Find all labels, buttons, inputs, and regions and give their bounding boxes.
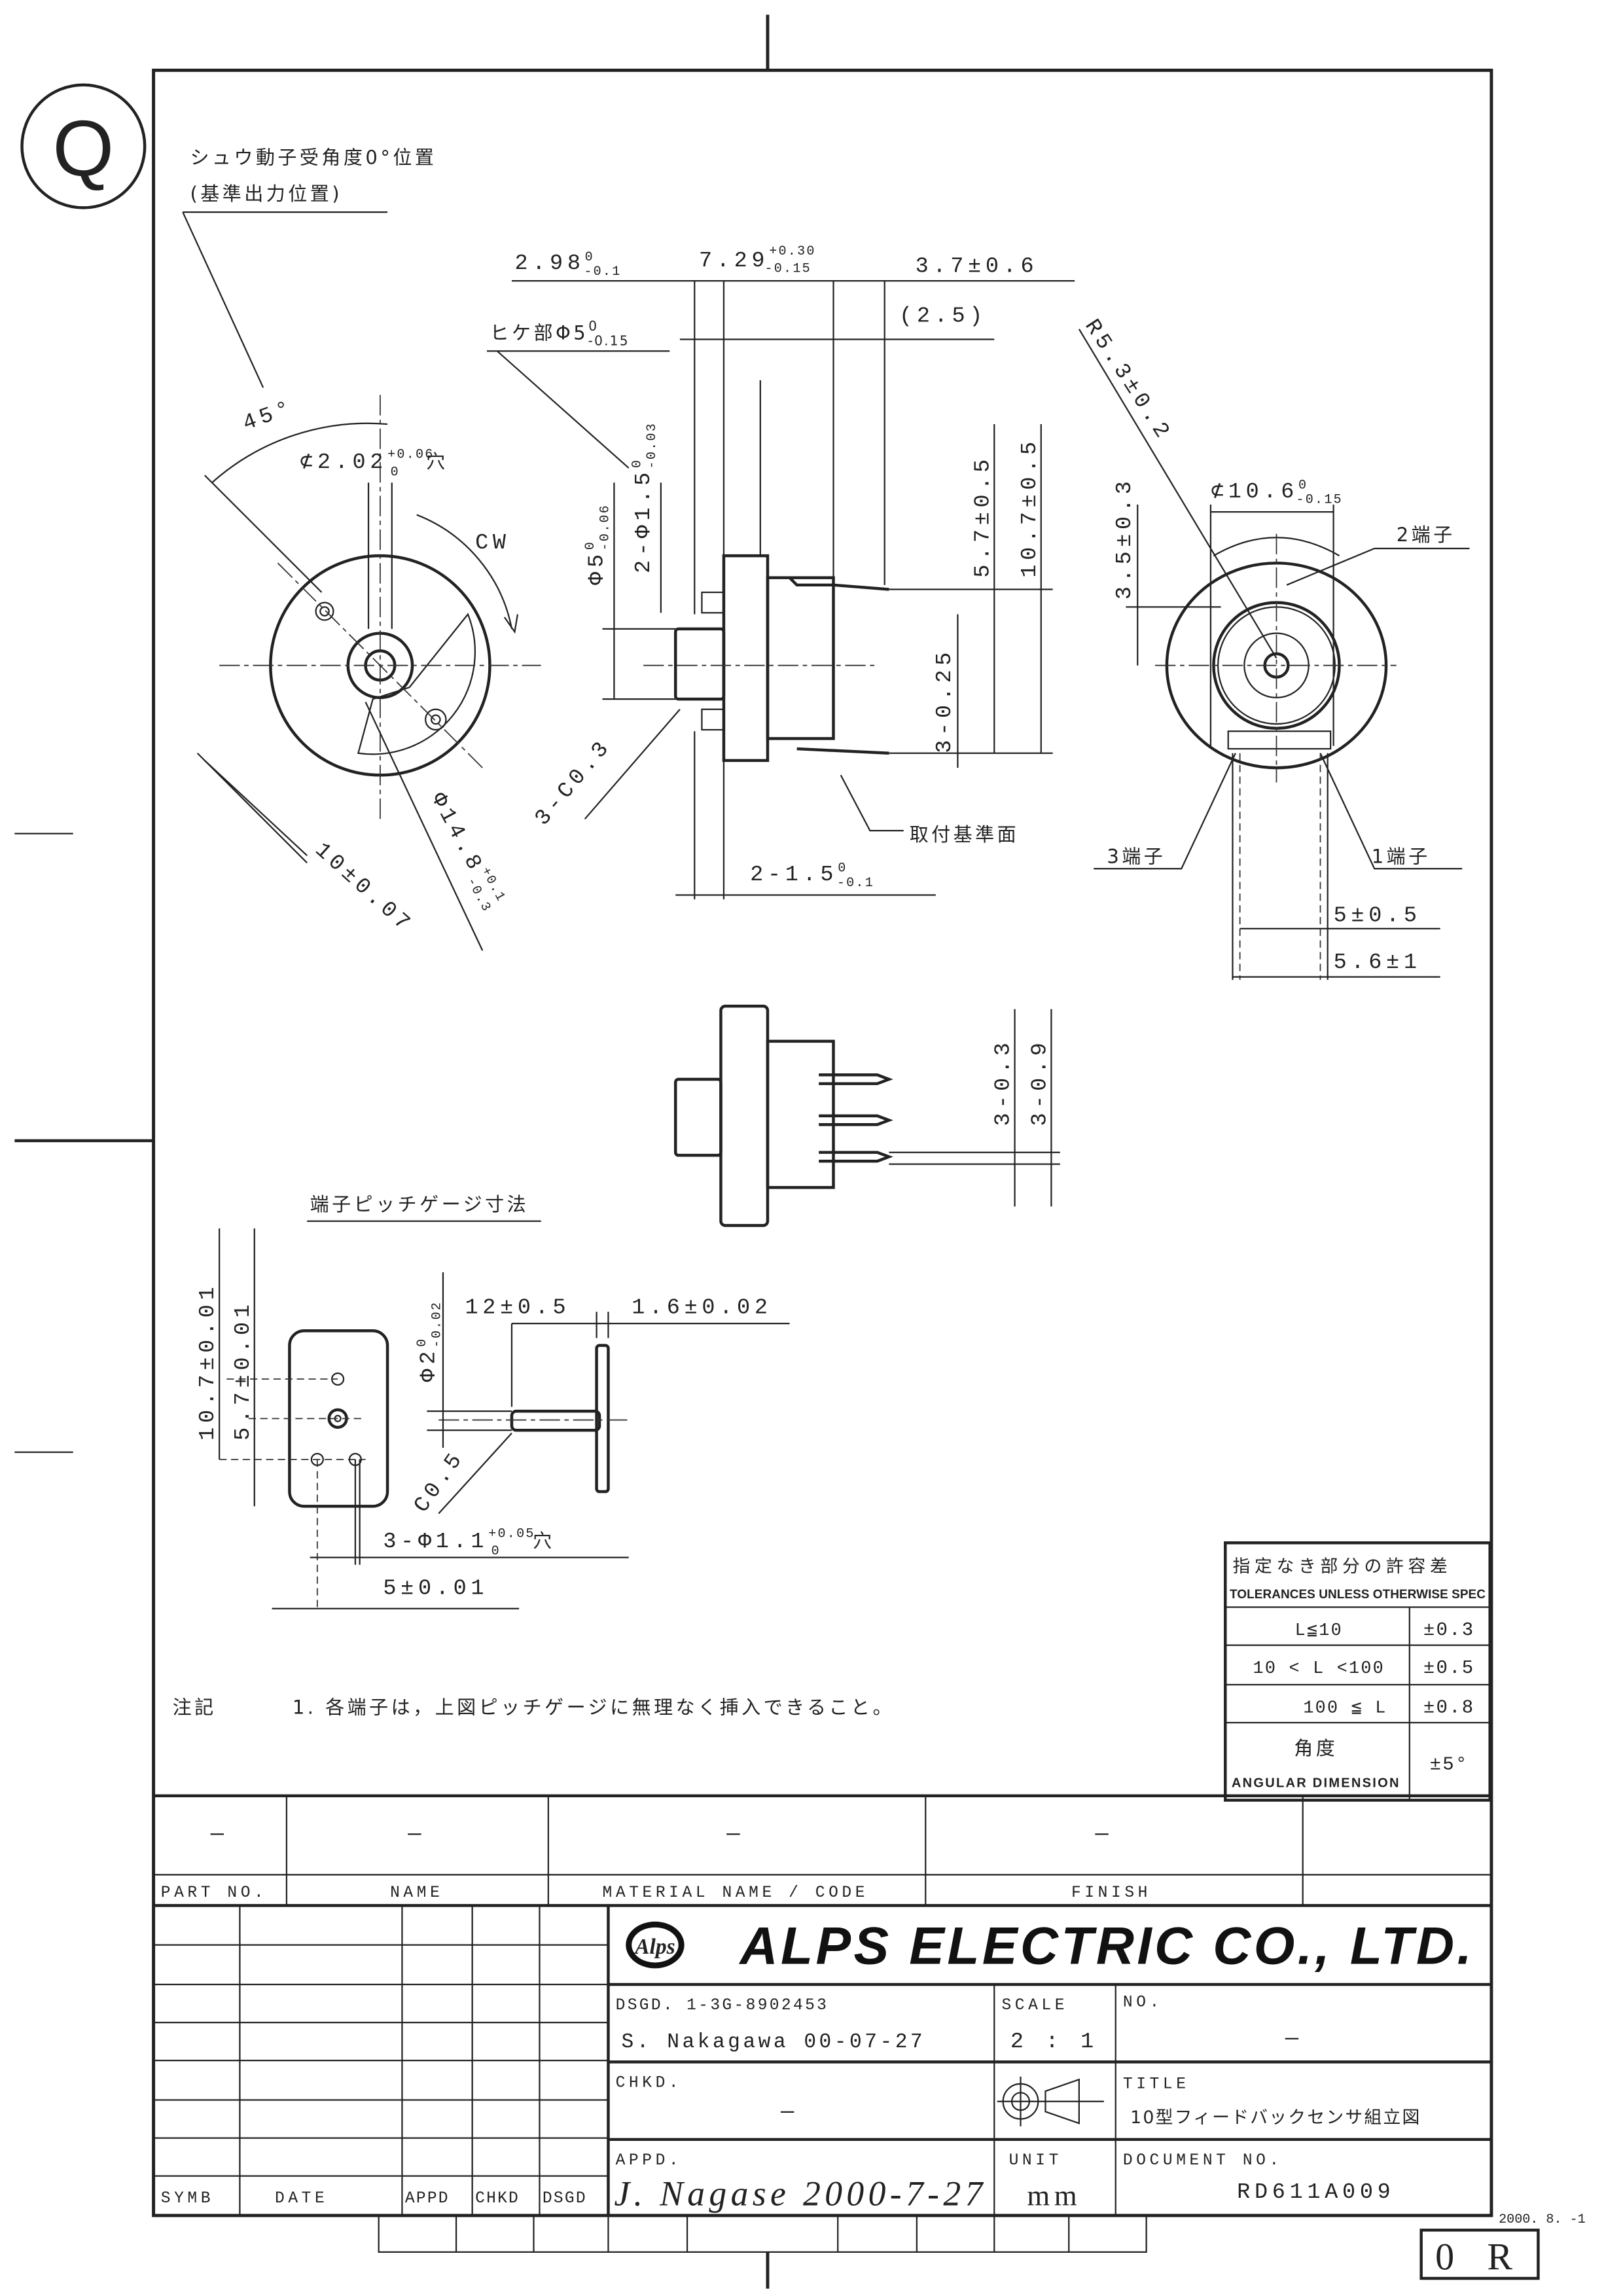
- material-value: —: [726, 1822, 744, 1847]
- revision-box: 0 R: [1419, 2229, 1540, 2280]
- chkd-label: CHKD.: [616, 2074, 683, 2092]
- tolerance-table: 指定なき部分の許容差 TOLERANCES UNLESS OTHERWISE S…: [1224, 1541, 1491, 1802]
- tolerance-value-3: ±0.8: [1423, 1696, 1475, 1718]
- revision-grid: SYMB DATE APPD CHKD DSGD: [153, 1905, 610, 2215]
- alps-logo: Alps: [626, 1921, 685, 1969]
- unit-value: mm: [1027, 2179, 1081, 2212]
- pitch-5-dim: 5±0.5: [1334, 904, 1421, 929]
- notes-label: 注記: [173, 1696, 217, 1719]
- rev-header-chkd: CHKD: [475, 2190, 520, 2208]
- bottom-view: 3-0.3 3-0.9: [673, 1005, 1060, 1227]
- gauge-length: 12±0.5: [465, 1295, 570, 1320]
- height-5-7-dim: 5.7±0.5: [971, 455, 995, 578]
- document-number: RD611A009: [1237, 2180, 1395, 2205]
- tolerance-title-jp: 指定なき部分の許容差: [1232, 1556, 1452, 1577]
- dsgd-label: DSGD. 1-3G-8902453: [616, 1997, 829, 2015]
- tolerance-value-1: ±0.3: [1423, 1619, 1475, 1641]
- pitch-gauge: 端子ピッチゲージ寸法 10.7±0.01 5.7±0.01 Φ20-0.02 1…: [196, 1193, 790, 1609]
- terminal-thickness-0-3: 3-0.3: [991, 1038, 1016, 1126]
- header-finish: FINISH: [1071, 1884, 1151, 1902]
- docno-label: DOCUMENT NO.: [1123, 2152, 1283, 2170]
- dim-2-5: (2.5): [899, 304, 987, 329]
- sink-dim: ヒケ部Φ50-0.15: [490, 318, 629, 348]
- no-value: —: [1285, 2027, 1303, 2052]
- part-no-value: —: [210, 1822, 228, 1847]
- rev-header-symb: SYMB: [161, 2190, 214, 2208]
- reference-output-note: (基準出力位置): [190, 183, 342, 205]
- gauge-plate-thickness: 1.6±0.02: [632, 1295, 772, 1320]
- svg-text:0 R: 0 R: [1435, 2236, 1524, 2278]
- terminal-width-0-9: 3-0.9: [1027, 1038, 1052, 1126]
- terminal-2-label: 2端子: [1397, 524, 1455, 546]
- angular-label-en: ANGULAR DIMENSION: [1232, 1776, 1400, 1790]
- sheet-mark: Q: [20, 83, 147, 209]
- mount-reference-label: 取付基準面: [910, 823, 1019, 846]
- dim-7-29: 7.29+0.30-0.15: [699, 244, 816, 277]
- offset-dim: 3.5±0.3: [1113, 477, 1137, 600]
- zero-position-note: シュウ動子受角度0°位置: [190, 146, 437, 168]
- title-block: — — — — PART NO. NAME MATERIAL NAME / CO…: [153, 1794, 1491, 2253]
- rear-diameter-dim: ⊄10.60-0.15: [1211, 478, 1343, 507]
- print-date: 2000. 8. -1: [1499, 2212, 1586, 2227]
- checker-value: —: [780, 2100, 798, 2125]
- pin-diameter-dim: 2-Φ1.50-0.03: [630, 422, 660, 573]
- pin-length-dim: 2-1.50-0.1: [750, 861, 874, 891]
- drawing-title: 10型フィードバックセンサ組立図: [1130, 2108, 1421, 2128]
- title-label: TITLE: [1123, 2076, 1190, 2094]
- rev-header-dsgd: DSGD: [543, 2190, 587, 2208]
- gauge-pin-diameter: Φ20-0.02: [415, 1301, 444, 1382]
- dim-3-7: 3.7±0.6: [916, 255, 1039, 279]
- notes: 注記 1. 各端子は，上図ピッチゲージに無理なく挿入できること。: [173, 1696, 895, 1719]
- tolerance-title-en: TOLERANCES UNLESS OTHERWISE SPEC: [1230, 1588, 1486, 1602]
- tolerance-value-2: ±0.5: [1423, 1657, 1475, 1679]
- header-name: NAME: [390, 1884, 443, 1902]
- pitch-5-6-dim: 5.6±1: [1334, 950, 1421, 975]
- gauge-title: 端子ピッチゲージ寸法: [310, 1193, 529, 1215]
- svg-text:Q: Q: [52, 104, 114, 192]
- terminal-3-label: 3端子: [1107, 845, 1166, 867]
- terminal-1-label: 1端子: [1372, 845, 1431, 867]
- no-label: NO.: [1123, 1994, 1163, 2011]
- svg-text:Alps: Alps: [633, 1935, 675, 1959]
- tolerance-range-1: L≦10: [1295, 1621, 1343, 1641]
- header-part-no: PART NO.: [161, 1884, 268, 1902]
- shaft-diameter-dim: Φ50-0.06: [583, 504, 613, 585]
- unit-label: UNIT: [1009, 2152, 1062, 2170]
- gauge-height-10-7: 10.7±0.01: [196, 1283, 221, 1441]
- angular-tolerance: ±5°: [1430, 1754, 1469, 1776]
- appd-label: APPD.: [616, 2152, 683, 2170]
- gauge-pitch: 5±0.01: [383, 1576, 488, 1601]
- tolerance-range-3: 100 ≦ L: [1303, 1698, 1387, 1718]
- company-name: ALPS ELECTRIC CO., LTD.: [739, 1917, 1471, 1976]
- scale-value: 2 : 1: [1010, 2030, 1098, 2054]
- dim-2-98: 2.980-0.1: [514, 250, 621, 279]
- terminal-thickness-dim: 3-0.25: [933, 648, 957, 753]
- designer-value: S. Nakagawa 00-07-27: [622, 2031, 926, 2054]
- finish-value: —: [1094, 1822, 1113, 1847]
- bottom-tabs: [378, 2214, 1147, 2253]
- height-10-7-dim: 10.7±0.5: [1018, 437, 1043, 577]
- scale-label: SCALE: [1001, 1997, 1068, 2015]
- rotation-label: CW: [475, 531, 510, 556]
- gauge-height-5-7: 5.7±0.01: [231, 1300, 256, 1440]
- rev-header-appd: APPD: [405, 2190, 450, 2208]
- tolerance-range-2: 10 < L <100: [1253, 1659, 1385, 1679]
- rev-header-date: DATE: [275, 2190, 328, 2208]
- angular-label-jp: 角度: [1294, 1737, 1338, 1759]
- third-angle-projection-icon: [997, 2076, 1104, 2126]
- note-item: 1. 各端子は，上図ピッチゲージに無理なく挿入できること。: [293, 1696, 895, 1719]
- header-material: MATERIAL NAME / CODE: [603, 1884, 869, 1902]
- name-value: —: [407, 1822, 425, 1847]
